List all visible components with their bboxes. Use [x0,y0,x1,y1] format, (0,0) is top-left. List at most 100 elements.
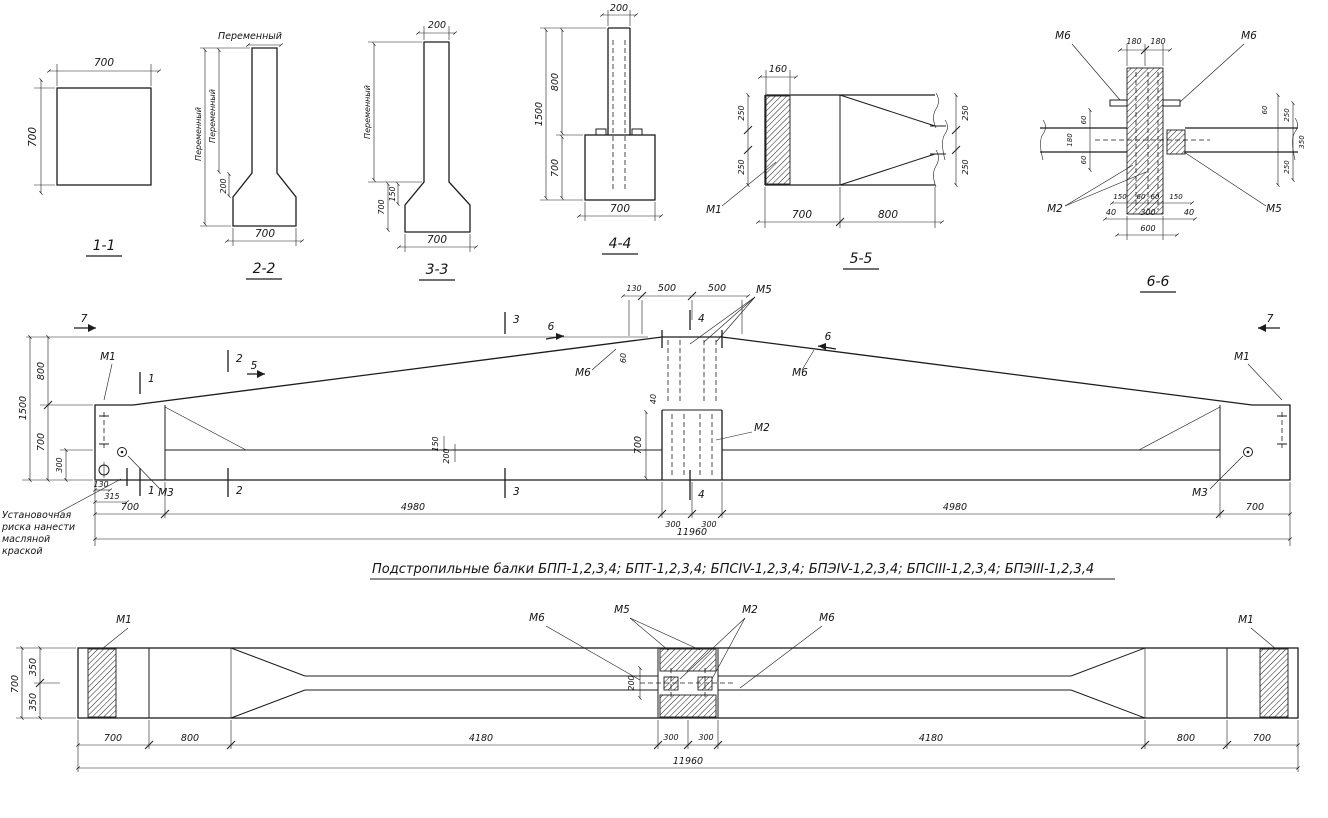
dim-4-4-upper: 800 [550,73,561,91]
note-line-3: масляной [2,534,50,545]
dim-plan-350b: 350 [28,693,39,711]
break-line [942,119,948,161]
dim-3-3-bottom: 700 [427,234,447,246]
dim-6-6-left-a: 60 [1080,115,1088,124]
dim-4-4-total: 1500 [534,102,545,126]
dim-plan-b700r: 700 [1253,733,1271,744]
dim-plan-700: 700 [10,675,21,693]
cut-mark-6-left: 6 [548,321,555,333]
dim-5-5-right-a: 250 [961,105,970,120]
beam-elevation-outline [94,336,1291,481]
cut-mark-3-bottom: 3 [513,486,520,498]
marker-label-m5: М5 [614,604,630,616]
section-view-2-2: Переменный Переменный Переменный 200 700… [194,31,305,280]
plan-anchor-hatch-right [1259,648,1289,718]
dim-4-4-top: 200 [610,3,628,14]
dim-elev-130: 130 [626,284,641,293]
section-label-1-1: 1-1 [93,238,116,254]
marker-label-m6-left: М6 [529,612,545,624]
section-view-4-4: 200 1500 800 700 700 4-4 [534,3,664,255]
dim-3-3-base: 700 [377,199,386,214]
dim-elev-300: 300 [55,457,64,472]
dim-6-6-40b: 40 [1184,208,1194,217]
break-line [933,92,939,129]
dim-elev-800: 800 [36,362,47,380]
anchor-plate-hatch [765,95,791,185]
plan-view: 700 350 350 200 М1 М6 М5 М2 М6 М1 700 80… [10,604,1301,772]
section-1-1-outline [56,87,152,186]
dim-6-6-right-a: 60 [1261,105,1269,114]
section-label-6-6: 6-6 [1147,274,1170,290]
dim-2-2-top: Переменный [218,31,282,42]
section-view-1-1: 700 700 1-1 [27,57,162,257]
dim-plan-b700l: 700 [104,733,122,744]
dim-6-6-bot-150b: 150 [1169,193,1183,201]
dim-elev-60: 60 [619,353,628,363]
cut-mark-4-top: 4 [698,313,705,325]
dim-6-6-300: 300 [1140,208,1155,217]
section-label-3-3: 3-3 [426,262,449,278]
section-view-5-5: 160 250 250 250 250 М1 700 800 5-5 [706,64,970,270]
marker-label-m1-left: М1 [116,614,132,626]
dim-plan-b800l: 800 [181,733,199,744]
dim-plan-web-200: 200 [627,675,636,690]
dim-5-5-left-a: 250 [737,105,746,120]
joint-plate-hatch [1166,129,1186,155]
dim-3-3-stem: Переменный [363,85,372,139]
joint-column-hatch [1126,67,1164,215]
dim-5-5-bottom-a: 700 [792,209,812,221]
marker-label-m6-left: М6 [575,367,591,379]
dim-6-6-left-c: 60 [1080,155,1088,164]
break-line [933,149,939,188]
marker-label-m6-right: М6 [819,612,835,624]
dim-6-6-bot-150a: 150 [1113,193,1127,201]
dim-6-6-right-d: 350 [1298,135,1306,149]
section-3-3-outline [404,41,471,233]
cut-mark-1-bottom: 1 [148,485,155,497]
section-view-6-6: 180 180 М6 М6 60 180 60 60 250 250 350 1… [1040,30,1306,293]
dim-plan-total: 11960 [673,756,703,767]
dim-6-6-left-b: 180 [1066,133,1074,147]
dim-elev-40: 40 [649,394,658,404]
dim-plan-300a: 300 [663,733,678,742]
dim-6-6-bot-60a: 60 [1137,193,1146,201]
dim-elev-700: 700 [36,433,47,451]
dim-elev-joint-700: 700 [633,436,644,454]
dim-3-3-top: 200 [428,20,446,31]
cut-mark-2-bottom: 2 [236,485,243,497]
elevation-view: 130 500 500 М5 7 7 1 1 2 2 5 3 3 6 6 4 4… [1,283,1293,557]
marker-label-m6-right: М6 [792,367,808,379]
plan-joint-block-top [659,648,717,672]
dim-6-6-40a: 40 [1106,208,1116,217]
section-2-2-outline [232,47,297,227]
dim-6-6-top-b: 180 [1150,37,1165,46]
marker-label-m2: М2 [754,422,770,434]
dim-elev-4980b: 4980 [943,502,967,513]
cut-mark-4-bottom: 4 [698,489,705,501]
dim-5-5-right-b: 250 [961,159,970,174]
dim-4-4-lower: 700 [550,159,561,177]
dim-elev-1500: 1500 [18,396,29,420]
dim-elev-500b: 500 [708,283,726,294]
section-label-4-4: 4-4 [609,236,632,252]
note-line-4: краской [2,546,43,557]
drawing-title: Подстропильные балки БПП-1,2,3,4; БПТ-1,… [372,562,1094,577]
dim-6-6-right-c: 250 [1283,160,1291,174]
dim-1-1-width: 700 [94,57,114,69]
dim-plan-4180b: 4180 [919,733,943,744]
marker-label-m5: М5 [1266,203,1282,215]
dim-elev-500a: 500 [658,283,676,294]
dim-5-5-plate: 160 [769,64,787,75]
note-line-2: риска нанести [1,522,75,533]
dim-2-2-haunch: 200 [219,178,228,193]
dim-plan-b800r: 800 [1177,733,1195,744]
cut-mark-7-right: 7 [1267,312,1274,325]
marker-label-m6-left: М6 [1055,30,1071,42]
dim-1-1-height: 700 [27,127,39,147]
cut-mark-3-top: 3 [513,314,520,326]
dim-2-2-stem: Переменный [208,89,217,143]
plan-anchor-hatch-left [87,648,117,718]
cut-mark-1-top: 1 [148,373,155,385]
